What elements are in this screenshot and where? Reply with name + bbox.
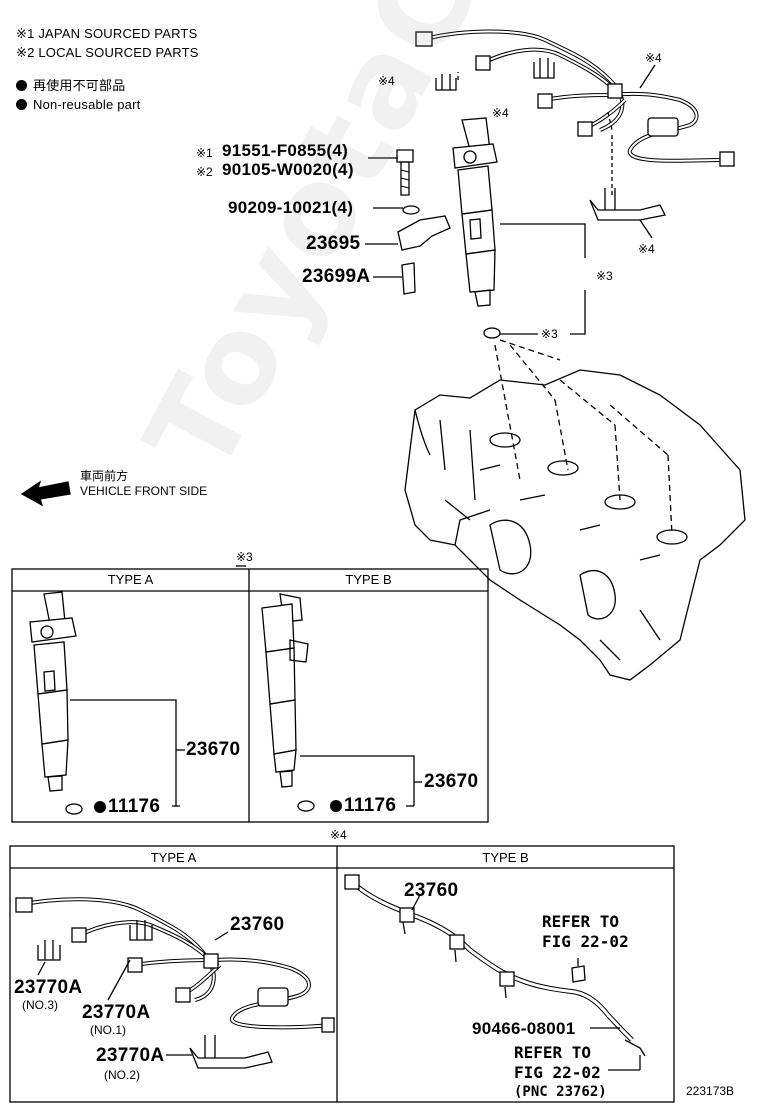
washer-part: [402, 205, 420, 215]
front-arrow-icon: [20, 480, 71, 507]
legend-nonreusable-jp: 再使用不可部品: [16, 76, 125, 95]
hose-a-partno: 23760: [230, 914, 285, 935]
leader-lines-top: [365, 157, 586, 335]
section3-mark: ※3: [236, 550, 253, 564]
non-reusable-dot-icon: [94, 801, 106, 813]
dashed-alignment: [494, 339, 673, 536]
dashed-leaders-top: [457, 72, 613, 195]
hose-type-b: [344, 874, 646, 1071]
hose-b-partno: 23760: [404, 880, 459, 901]
clamp-no1-note: (NO.1): [90, 1023, 126, 1037]
note4-clip-mid: ※4: [492, 106, 509, 120]
refer2-line1: REFER TO: [514, 1043, 592, 1062]
non-reusable-dot-icon: [16, 80, 27, 91]
note4-leader: [639, 64, 656, 89]
section3-type-a-header: TYPE A: [107, 572, 154, 587]
legend-nonreusable-jp-text: 再使用不可部品: [33, 78, 126, 93]
note4-clip-right: ※4: [638, 242, 655, 256]
clamp-no3-partno: 23770A: [14, 977, 83, 998]
bolt-jp-mark: ※1: [196, 146, 213, 160]
bolt-local-mark: ※2: [196, 165, 213, 179]
section3-type-b-header: TYPE B: [345, 572, 392, 587]
non-reusable-dot-icon: [16, 99, 27, 110]
injector-b-partno: 23670: [424, 771, 479, 792]
section3-box: [11, 568, 489, 823]
clamp-no2-partno: 23770A: [96, 1045, 165, 1066]
refer2-line2: FIG 22-02: [514, 1063, 601, 1082]
non-reusable-dot-icon: [330, 800, 342, 812]
clamp-part: [397, 215, 451, 251]
seal-b-partno: 11176: [330, 795, 396, 817]
legend-local: ※2 LOCAL SOURCED PARTS: [16, 45, 199, 60]
clamp-no3-note: (NO.3): [22, 998, 58, 1012]
bolt-local-partno: 90105-W0020(4): [222, 160, 354, 179]
clamp-partno: 23695: [306, 233, 361, 254]
leak-off-hose-top: [415, 29, 735, 167]
bolt-part: [396, 149, 414, 196]
seal-a-text: 11176: [108, 796, 161, 817]
refer1-line1: REFER TO: [542, 912, 620, 931]
part-b-partno: 90466-08001: [472, 1019, 576, 1038]
note4-hose: ※4: [645, 51, 662, 65]
cylinder-head: [404, 369, 746, 681]
injector-type-b: [261, 593, 422, 812]
note3-injector: ※3: [596, 269, 613, 283]
legend-nonreusable-en: Non-reusable part: [16, 95, 140, 114]
note4-clip-left: ※4: [378, 74, 395, 88]
refer2-line3: (PNC 23762): [514, 1084, 607, 1100]
section4-mark: ※4: [330, 828, 347, 842]
hose-type-a: [15, 897, 335, 1069]
legend-japan: ※1 JAPAN SOURCED PARTS: [16, 26, 198, 41]
seal-a-partno: 11176: [94, 796, 160, 818]
figure-id: 223173B: [686, 1084, 735, 1098]
front-label-en: VEHICLE FRONT SIDE: [80, 484, 208, 498]
washer-partno: 90209-10021(4): [228, 198, 354, 217]
hose-clips-top: [435, 58, 666, 221]
injector-type-a: [29, 591, 185, 815]
sleeve-partno: 23699A: [302, 266, 371, 287]
clamp-no2-note: (NO.2): [104, 1068, 140, 1082]
legend-nonreusable-en-text: Non-reusable part: [33, 97, 141, 112]
note3-seal: ※3: [541, 327, 558, 341]
section4-box: [9, 845, 675, 1103]
seal-b-text: 11176: [344, 795, 397, 816]
section4-type-a-header: TYPE A: [150, 850, 197, 865]
front-label-jp: 車両前方: [80, 469, 129, 483]
section4-type-b-header: TYPE B: [482, 850, 529, 865]
refer1-line2: FIG 22-02: [542, 932, 629, 951]
clamp-no1-partno: 23770A: [82, 1002, 151, 1023]
sleeve-part: [401, 262, 416, 295]
injector-main: [452, 117, 498, 307]
bolt-jp-partno: 91551-F0855(4): [222, 141, 349, 160]
note4c-leader: [639, 219, 653, 239]
injector-a-partno: 23670: [186, 739, 241, 760]
seal-part: [483, 327, 501, 339]
